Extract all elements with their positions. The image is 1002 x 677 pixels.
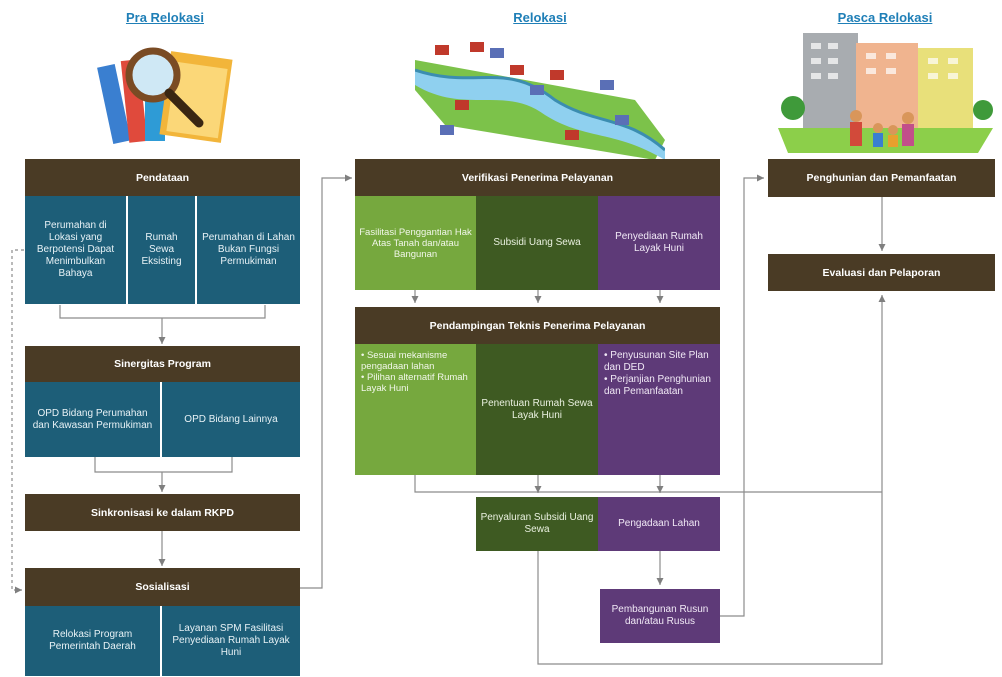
penghunian-box: Penghunian dan Pemanfaatan — [768, 159, 995, 197]
pendampingan-rumah-sewa: Penentuan Rumah Sewa Layak Huni — [476, 344, 598, 475]
sosialisasi-item-relokasi-program: Relokasi Program Pemerintah Daerah — [25, 606, 162, 676]
pendampingan-green-list: • Sesuai mekanisme pengadaan lahan • Pil… — [355, 344, 476, 475]
verifikasi-item-rumah-layak-huni: Penyediaan Rumah Layak Huni — [598, 196, 720, 290]
header-pra-relokasi: Pra Relokasi — [125, 10, 205, 25]
verifikasi-item-penggantian-hak: Fasilitasi Penggantian Hak Atas Tanah da… — [355, 196, 476, 290]
apartments-family-illustration — [778, 33, 993, 153]
sinergitas-header: Sinergitas Program — [25, 346, 300, 382]
pendampingan-purple-item: • Perjanjian Penghunian dan Pemanfaatan — [604, 374, 711, 397]
pendampingan-header: Pendampingan Teknis Penerima Pelayanan — [355, 307, 720, 344]
pendataan-item-rumah-sewa: Rumah Sewa Eksisting — [128, 196, 197, 304]
evaluasi-box: Evaluasi dan Pelaporan — [768, 254, 995, 291]
sosialisasi-header: Sosialisasi — [25, 568, 300, 606]
verifikasi-header: Verifikasi Penerima Pelayanan — [355, 159, 720, 196]
river-houses-illustration — [415, 42, 665, 160]
folders-magnifier-illustration — [97, 47, 233, 145]
sosialisasi-item-layanan-spm: Layanan SPM Fasilitasi Penyediaan Rumah … — [162, 606, 300, 676]
pendataan-item-lahan-bukan-permukiman: Perumahan di Lahan Bukan Fungsi Permukim… — [197, 196, 300, 304]
pendataan-item-lokasi-berbahaya: Perumahan di Lokasi yang Berpotensi Dapa… — [25, 196, 128, 304]
pendampingan-purple-list: • Penyusunan Site Plan dan DED • Perjanj… — [598, 344, 720, 475]
verifikasi-item-subsidi-sewa: Subsidi Uang Sewa — [476, 196, 598, 290]
pembangunan-rusun-box: Pembangunan Rusun dan/atau Rusus — [600, 589, 720, 643]
pengadaan-lahan-box: Pengadaan Lahan — [598, 497, 720, 551]
header-relokasi: Relokasi — [513, 10, 567, 25]
pendampingan-green-item: • Sesuai mekanisme pengadaan lahan — [361, 350, 448, 372]
pendampingan-purple-item: • Penyusunan Site Plan dan DED — [604, 350, 709, 373]
penyaluran-subsidi-box: Penyaluran Subsidi Uang Sewa — [476, 497, 598, 551]
pendataan-header: Pendataan — [25, 159, 300, 196]
sinergitas-item-opd-perumahan: OPD Bidang Perumahan dan Kawasan Permuki… — [25, 382, 162, 457]
header-pasca-relokasi: Pasca Relokasi — [837, 10, 933, 25]
sinkronisasi-box: Sinkronisasi ke dalam RKPD — [25, 494, 300, 531]
pendampingan-green-item: • Pilihan alternatif Rumah Layak Huni — [361, 372, 468, 394]
sinergitas-item-opd-lainnya: OPD Bidang Lainnya — [162, 382, 300, 457]
